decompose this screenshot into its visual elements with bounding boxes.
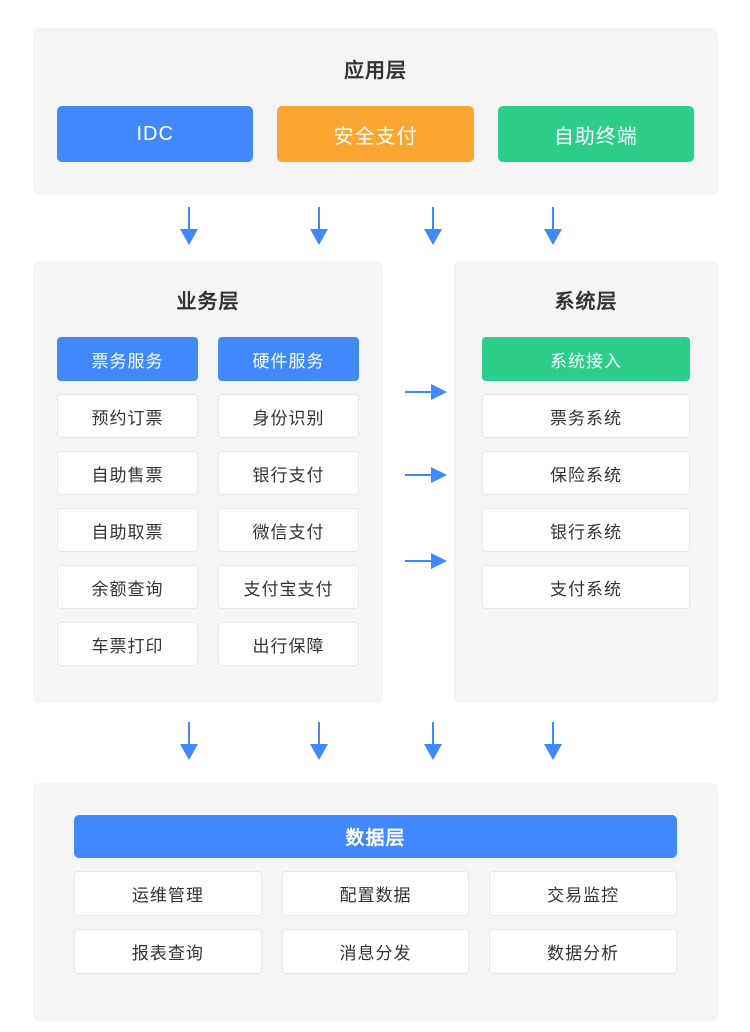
business-item-self-ticket-sale[interactable]: 自助售票 (57, 451, 198, 495)
data-item-config-data[interactable]: 配置数据 (281, 871, 470, 916)
business-item-reserve-ticket[interactable]: 预约订票 (57, 394, 198, 438)
business-item-hardware-service[interactable]: 硬件服务 (218, 337, 359, 381)
data-item-report-query[interactable]: 报表查询 (74, 929, 262, 974)
data-layer-items: 运维管理 配置数据 交易监控 报表查询 消息分发 数据分析 (74, 871, 677, 974)
application-layer-title: 应用层 (344, 60, 407, 82)
system-layer-title: 系统层 (554, 291, 618, 313)
business-item-bank-payment[interactable]: 银行支付 (218, 451, 359, 495)
arrow-down-icon-to-data-2 (310, 722, 328, 760)
system-item-bank-system[interactable]: 银行系统 (482, 508, 690, 552)
system-layer-items: 系统接入 票务系统 保险系统 银行系统 支付系统 (482, 337, 690, 609)
system-layer-panel: 系统层 系统接入 票务系统 保险系统 银行系统 支付系统 (454, 261, 718, 703)
application-layer-items: IDC 安全支付 自助终端 (57, 106, 694, 162)
business-item-ticket-service[interactable]: 票务服务 (57, 337, 198, 381)
app-item-secure-payment[interactable]: 安全支付 (277, 106, 474, 162)
arrow-down-icon-to-data-1 (180, 722, 198, 760)
app-item-idc[interactable]: IDC (57, 106, 254, 162)
business-item-identity-recognition[interactable]: 身份识别 (218, 394, 359, 438)
business-layer-items: 票务服务 硬件服务 预约订票 身份识别 自助售票 银行支付 自助取票 微信支付 … (57, 337, 359, 666)
data-layer-title-bar[interactable]: 数据层 (74, 815, 677, 858)
business-item-self-ticket-pickup[interactable]: 自助取票 (57, 508, 198, 552)
arrow-down-icon-app-to-system-1 (424, 207, 442, 245)
business-layer-title: 业务层 (176, 291, 240, 313)
application-layer-panel: 应用层 IDC 安全支付 自助终端 (33, 28, 718, 195)
system-item-insurance-system[interactable]: 保险系统 (482, 451, 690, 495)
arrow-down-icon-app-to-business-1 (180, 207, 198, 245)
arrow-down-icon-app-to-business-2 (310, 207, 328, 245)
data-layer-panel: 数据层 运维管理 配置数据 交易监控 报表查询 消息分发 数据分析 (33, 783, 718, 1021)
arrow-down-icon-app-to-system-2 (544, 207, 562, 245)
data-item-transaction-monitor[interactable]: 交易监控 (489, 871, 677, 916)
system-item-payment-system[interactable]: 支付系统 (482, 565, 690, 609)
data-item-data-analysis[interactable]: 数据分析 (489, 929, 677, 974)
arrow-right-icon-business-to-system-3 (405, 553, 447, 569)
business-item-balance-query[interactable]: 余额查询 (57, 565, 198, 609)
system-item-system-access[interactable]: 系统接入 (482, 337, 690, 381)
system-item-ticket-system[interactable]: 票务系统 (482, 394, 690, 438)
app-item-self-service-terminal[interactable]: 自助终端 (497, 106, 694, 162)
arrow-down-icon-to-data-3 (424, 722, 442, 760)
business-item-wechat-payment[interactable]: 微信支付 (218, 508, 359, 552)
business-item-travel-guarantee[interactable]: 出行保障 (218, 622, 359, 666)
business-item-ticket-print[interactable]: 车票打印 (57, 622, 198, 666)
data-item-ops-management[interactable]: 运维管理 (74, 871, 262, 916)
arrow-right-icon-business-to-system-2 (405, 467, 447, 483)
data-item-message-distribution[interactable]: 消息分发 (281, 929, 470, 974)
arrow-right-icon-business-to-system-1 (405, 384, 447, 400)
business-layer-panel: 业务层 票务服务 硬件服务 预约订票 身份识别 自助售票 银行支付 自助取票 微… (33, 261, 383, 703)
business-item-alipay-payment[interactable]: 支付宝支付 (218, 565, 359, 609)
arrow-down-icon-to-data-4 (544, 722, 562, 760)
